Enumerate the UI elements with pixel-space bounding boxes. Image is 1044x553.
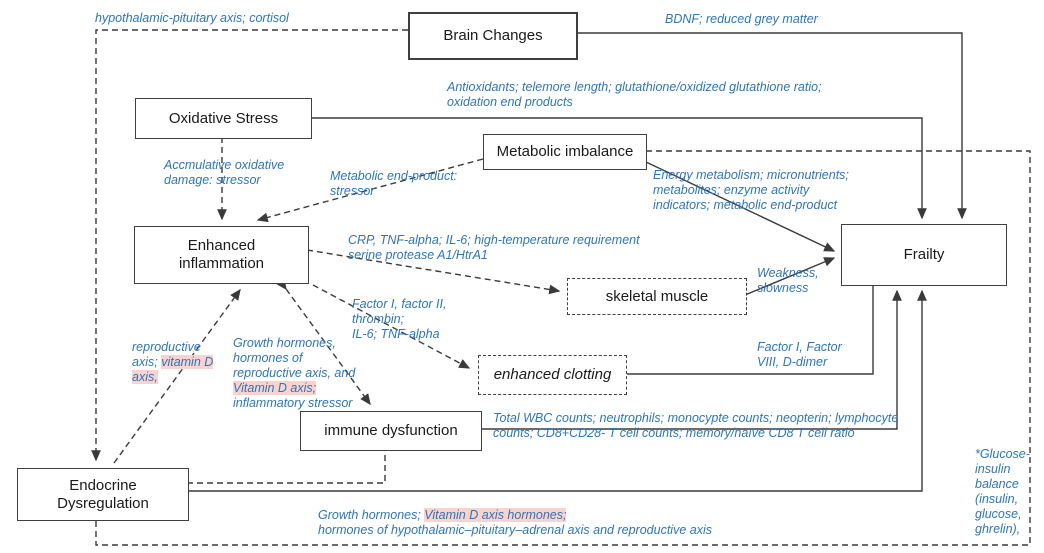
edge-label-ghf-highlight: Vitamin D axis hormones;	[424, 508, 567, 522]
edge-label-factor-thrombin: Factor I, factor II, thrombin; IL-6; TNF…	[352, 297, 447, 341]
edge-label-reproductive-axis-text: reproductive axis;	[132, 340, 201, 369]
node-endocrine-dysregulation: Endocrine Dysregulation	[17, 468, 189, 521]
edge-endocrine-frailty	[187, 289, 927, 492]
edge-endocrine-inflammation	[113, 288, 241, 464]
edge-label-bdnf: BDNF; reduced grey matter	[665, 12, 818, 26]
edge-label-crp-htra1: CRP, TNF-alpha; IL-6; high-temperature r…	[348, 233, 640, 262]
edge-label-ghf-pre: Growth hormones;	[318, 508, 425, 522]
edge-oxidativestress-frailty	[310, 117, 927, 220]
node-oxidative-stress: Oxidative Stress	[135, 98, 312, 139]
node-endocrine-dysregulation-label: Endocrine Dysregulation	[57, 476, 149, 512]
node-skeletal-muscle: skeletal muscle	[567, 278, 747, 315]
node-frailty: Frailty	[841, 224, 1007, 286]
edge-skeletalmuscle-frailty	[744, 257, 836, 296]
edge-endocrine-immune	[187, 451, 386, 484]
node-brain-changes-label: Brain Changes	[443, 27, 543, 44]
edge-label-oxidative-damage: Accmulative oxidative damage: stressor	[164, 158, 285, 187]
edge-label-ghi-post: inflammatory stressor	[233, 396, 353, 410]
edge-label-factor-ddimer: Factor I, Factor VIII, D-dimer	[757, 340, 842, 369]
node-oxidative-stress-label: Oxidative Stress	[168, 109, 279, 127]
node-enhanced-inflammation-label: Enhanced inflammation	[178, 237, 265, 272]
edge-immune-inflammation	[276, 278, 371, 406]
node-brain-changes: Brain Changes	[408, 12, 578, 60]
edge-label-reproductive-axis: reproductive axis; vitamin D axis,	[132, 325, 216, 385]
node-skeletal-muscle-label: skeletal muscle	[605, 287, 709, 305]
edge-label-hpa-cortisol: hypothalamic-pituitary axis; cortisol	[95, 11, 289, 25]
node-enhanced-clotting: enhanced clotting	[478, 355, 627, 395]
edge-brainchanges-endocrine	[91, 29, 408, 462]
edge-label-ghf-post: hormones of hypothalamic–pituitary–adren…	[318, 523, 712, 537]
node-metabolic-imbalance-label: Metabolic imbalance	[496, 143, 634, 160]
node-immune-dysfunction: immune dysfunction	[300, 411, 482, 451]
edge-brainchanges-frailty	[574, 32, 967, 220]
edge-label-energy-metabolism: Energy metabolism; micronutrients; metab…	[653, 168, 849, 212]
node-metabolic-imbalance: Metabolic imbalance	[483, 134, 647, 170]
edge-label-metabolic-end-product: Metabolic end-product: stressor	[330, 169, 458, 198]
edge-label-growth-hormones-inflammation: Growth hormones, hormones of reproductiv…	[233, 321, 355, 411]
edge-inflammation-skeletalmuscle	[306, 249, 561, 295]
edge-immune-frailty	[455, 289, 902, 430]
node-frailty-label: Frailty	[903, 246, 945, 263]
edge-metabolic-endocrine-loop	[95, 150, 1031, 546]
node-immune-dysfunction-label: immune dysfunction	[324, 422, 458, 439]
edge-label-glucose-insulin: *Glucose- insulin balance (insulin, gluc…	[975, 447, 1030, 536]
edge-clotting-frailty	[625, 285, 874, 375]
edge-metabolic-frailty	[645, 161, 836, 252]
edge-label-weakness-slowness: Weakness, slowness	[757, 266, 819, 295]
edge-label-ghi-highlight: Vitamin D axis;	[233, 381, 317, 395]
node-enhanced-clotting-label: enhanced clotting	[493, 366, 612, 383]
node-enhanced-inflammation: Enhanced inflammation	[134, 226, 309, 284]
edge-label-growth-hormones-frailty: Growth hormones; Vitamin D axis hormones…	[318, 493, 712, 538]
edge-metabolic-inflammation	[256, 158, 484, 223]
edge-label-wbc-counts: Total WBC counts; neutrophils; monocypte…	[493, 411, 899, 440]
edge-label-ghi-pre: Growth hormones, hormones of reproductiv…	[233, 336, 356, 380]
edge-label-antioxidants: Antioxidants; telemore length; glutathio…	[447, 80, 822, 109]
